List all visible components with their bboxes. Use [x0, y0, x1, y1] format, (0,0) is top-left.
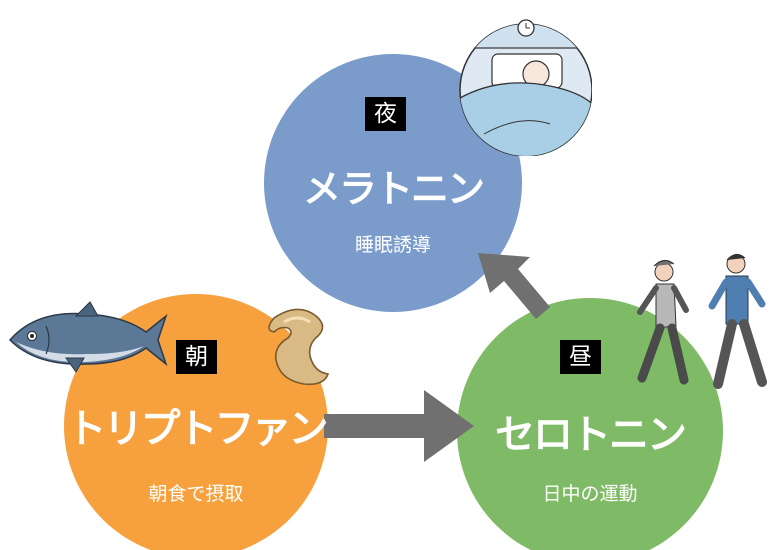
day-tag: 昼: [560, 340, 601, 374]
night-tag: 夜: [365, 97, 406, 131]
morning-tag: 朝: [176, 340, 217, 374]
serotonin-subtitle: 日中の運動: [542, 483, 638, 505]
walking-people-icon: [637, 254, 767, 389]
serotonin-title: セロトニン: [495, 412, 687, 458]
tryptophan-title: トリプトファン: [66, 406, 329, 452]
tuna-fish-icon: [8, 301, 168, 373]
melatonin-title: メラトニン: [302, 167, 485, 211]
cashew-nut-icon: [268, 308, 330, 386]
melatonin-subtitle: 睡眠誘導: [354, 234, 431, 256]
arrow-day-to-night: [478, 253, 550, 319]
arrow-morning-to-day: [324, 390, 474, 462]
tryptophan-subtitle: 朝食で摂取: [148, 483, 244, 505]
sleeping-person-icon: [459, 19, 592, 156]
